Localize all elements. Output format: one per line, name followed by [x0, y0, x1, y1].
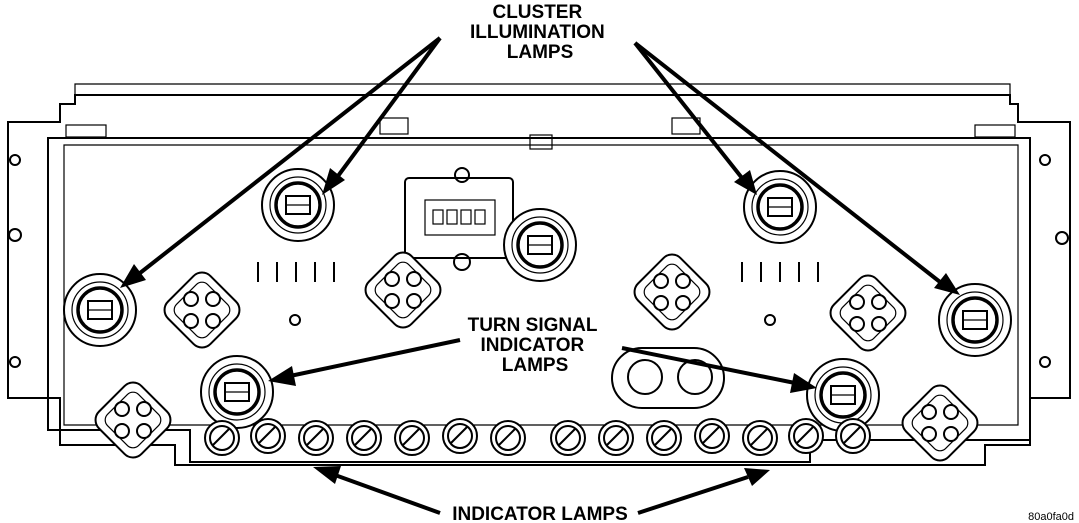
indicator-lamp-socket	[204, 420, 240, 456]
gauge-tic-marks	[257, 262, 819, 282]
gauge-socket	[89, 376, 177, 464]
indicator-lamp-socket	[742, 420, 778, 456]
cluster-housing	[7, 83, 1071, 466]
cluster-illumination-label: CLUSTER ILLUMINATION LAMPS	[470, 2, 610, 63]
lamp-socket	[502, 207, 578, 283]
indicator-lamp-socket	[394, 420, 430, 456]
indicator-lamp-socket	[250, 418, 286, 454]
label-line: TURN SIGNAL	[468, 315, 598, 336]
turn-signal-indicator-lamp-socket	[199, 354, 275, 430]
figure-code: 80a0fa0d	[1028, 511, 1074, 523]
cluster-connector	[404, 167, 514, 271]
turn-signal-label: TURN SIGNAL INDICATOR LAMPS	[468, 315, 603, 376]
indicator-lamp-socket	[694, 418, 730, 454]
label-line: LAMPS	[507, 42, 574, 63]
gauge-socket	[824, 269, 912, 357]
indicator-leaders	[313, 466, 770, 515]
label-line: ILLUMINATION	[470, 22, 605, 43]
indicator-lamp-socket	[298, 420, 334, 456]
gauge-socket	[158, 266, 246, 354]
label-line: LAMPS	[502, 355, 569, 376]
label-line: CLUSTER	[492, 2, 582, 23]
indicator-lamp-socket	[442, 418, 478, 454]
cluster-illumination-leaders	[120, 36, 960, 295]
label-line: INDICATOR	[480, 335, 584, 356]
indicator-lamp-socket	[346, 420, 382, 456]
gauge-socket	[896, 379, 984, 467]
indicator-lamp-socket	[646, 420, 682, 456]
indicator-lamp-socket	[598, 420, 634, 456]
indicator-lamp-socket	[550, 420, 586, 456]
indicator-lamp-socket	[788, 418, 824, 454]
gauge-socket	[628, 248, 716, 336]
cluster-illumination-lamp-socket	[937, 282, 1013, 358]
turn-signal-leaders	[268, 338, 817, 393]
indicator-lamp-socket	[490, 420, 526, 456]
gauge-socket	[359, 246, 447, 334]
turn-signal-indicator-lamp-socket	[805, 357, 881, 433]
indicator-lamps-label: INDICATOR LAMPS	[452, 504, 628, 523]
indicator-lamp-socket	[835, 418, 871, 454]
cluster-illumination-lamp-socket	[260, 167, 336, 243]
cluster-illumination-lamp-socket	[742, 169, 818, 245]
